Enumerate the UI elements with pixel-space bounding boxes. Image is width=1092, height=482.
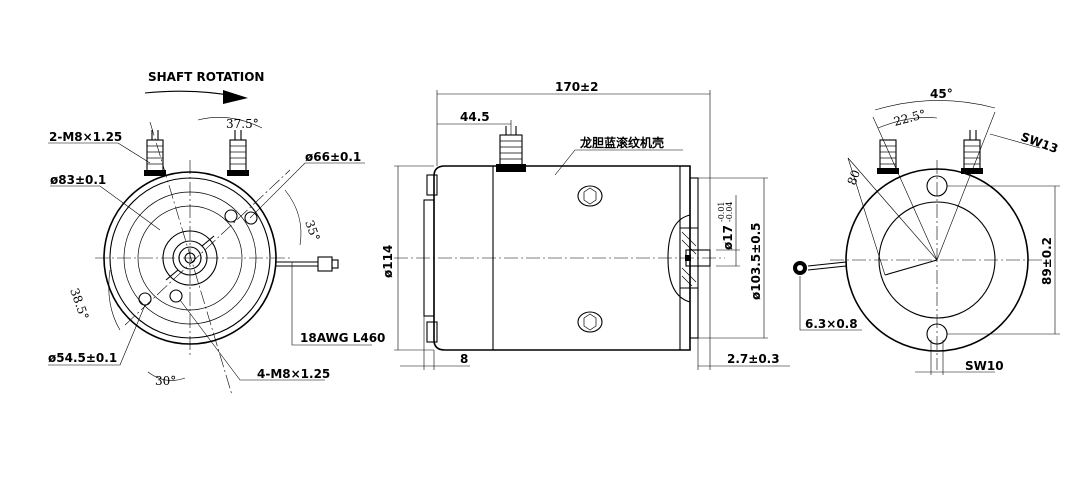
sw10-label: SW10 [965, 359, 1004, 373]
shaft-rotation-label: SHAFT ROTATION [148, 70, 264, 84]
terminal-pos-label: 44.5 [460, 110, 490, 124]
section-hatching [681, 231, 697, 287]
dia-17-label: ø17 [721, 225, 735, 250]
left-boss-top [426, 174, 438, 196]
dim-arc-30 [147, 371, 186, 381]
ref-line-1 [872, 116, 938, 261]
top-terminal-stud [496, 126, 526, 172]
terminal-stud-left [144, 130, 166, 176]
holes-bottom-label: 4-M8×1.25 [257, 367, 330, 381]
length-label: 170±2 [555, 80, 598, 94]
right-terminal-left [877, 139, 899, 174]
leader-holes [179, 299, 325, 381]
dia-66-label: ø66±0.1 [305, 150, 361, 164]
shaft-ext-label: 2.7±0.3 [727, 352, 780, 366]
mount-hole-4 [169, 289, 183, 303]
dia-83-label: ø83±0.1 [50, 173, 106, 187]
side-view: 170±2 44.5 龙胆蓝滚纹机壳 ø114 ø17 -0.01 -0.04 … [381, 80, 790, 370]
dim-arc-22 [877, 117, 938, 129]
centerline-diag-1 [149, 121, 233, 396]
angle-45-label: 45° [930, 87, 953, 101]
leader-terminals [48, 142, 151, 164]
dia-54-label: ø54.5±0.1 [48, 351, 117, 365]
dim-89-label: 89±0.2 [1040, 237, 1054, 285]
flange-label: 8 [460, 352, 468, 366]
mount-hole-1 [224, 209, 238, 223]
angle-22-label: 22.5° [892, 107, 927, 129]
radius-line [884, 259, 938, 276]
angle-30-label: 30° [155, 374, 176, 388]
left-end-view: SHAFT ROTATION 2-M8×1.25 37.5° ø66±0.1 ø… [48, 70, 385, 396]
wire-lead [276, 256, 339, 272]
housing-note-label: 龙胆蓝滚纹机壳 [580, 135, 664, 150]
housing-screw-top [577, 185, 603, 207]
angle-38-label: 38.5° [67, 286, 91, 322]
mount-hole-3 [138, 292, 152, 306]
ref-line-3 [847, 157, 938, 261]
centerline-diag-2 [124, 169, 291, 326]
shaft-flats [165, 235, 215, 281]
right-end-view: 45° 22.5° SW13 80 89±0.2 6.3×0.8 SW10 [793, 87, 1060, 375]
leader-lug [799, 276, 862, 331]
dim-arc-35 [284, 189, 302, 246]
leader-sw13 [989, 133, 1041, 149]
angle-top-label: 37.5° [226, 117, 259, 131]
wire-label: 18AWG L460 [300, 331, 385, 345]
angle-35-label: 35° [302, 218, 322, 243]
ring-lug [793, 261, 847, 275]
rotation-arrowhead [223, 90, 248, 104]
terminal-stud-right [227, 130, 249, 176]
leader-83 [50, 185, 161, 231]
lug-label: 6.3×0.8 [805, 317, 858, 331]
leader-66 [249, 162, 365, 219]
terminals-top-label: 2-M8×1.25 [49, 130, 122, 144]
leader-housing [554, 149, 683, 176]
sw13-label: SW13 [1019, 130, 1060, 156]
leader-wire [291, 262, 372, 346]
dim-arc-45 [874, 100, 996, 111]
dia-114-label: ø114 [381, 245, 395, 278]
leader-54 [48, 304, 146, 366]
housing-screw-bottom [577, 311, 603, 333]
left-boss-bottom [426, 321, 438, 343]
tol-lower-label: -0.04 [725, 201, 734, 222]
dim-arc-38 [108, 269, 121, 331]
dim-arc-37 [197, 117, 263, 129]
right-terminal-right [961, 130, 983, 174]
mount-hole-2 [244, 211, 258, 225]
dia-103-label: ø103.5±0.5 [749, 222, 763, 300]
r80-label: 80 [845, 168, 863, 187]
tol-upper-label: -0.01 [717, 201, 726, 222]
dim-80 [847, 157, 886, 276]
motor-body [433, 165, 691, 351]
